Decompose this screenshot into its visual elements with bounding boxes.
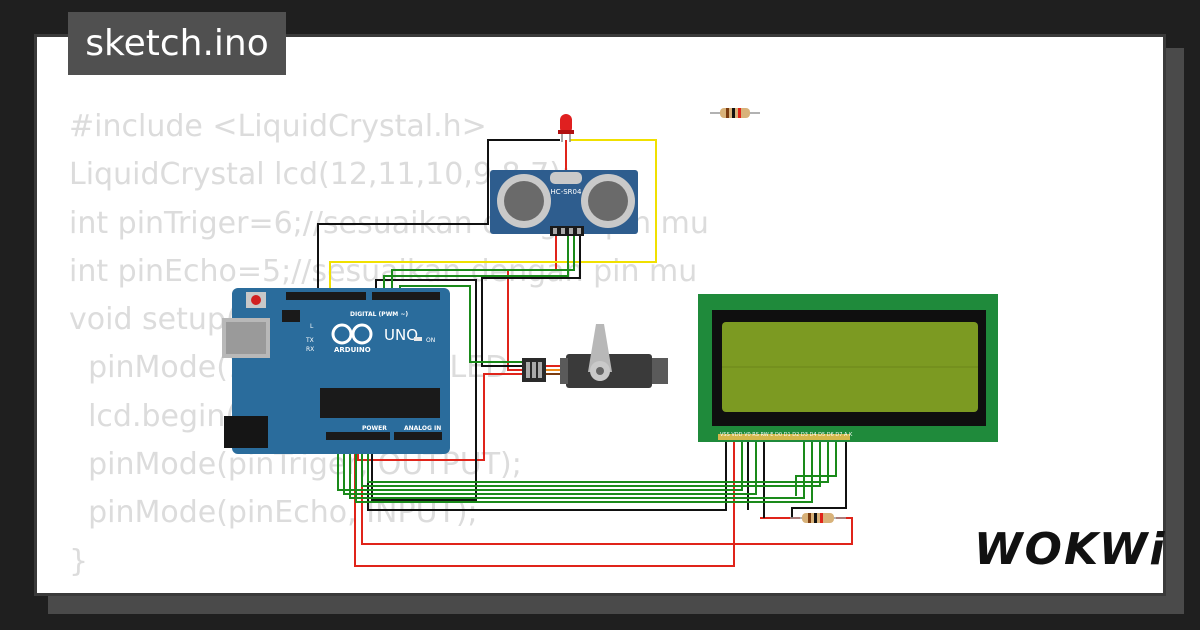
sensor-model-label: HC-SR04 bbox=[551, 188, 582, 196]
rx-led-label: RX bbox=[306, 346, 314, 353]
arduino-model-label: UNO bbox=[384, 326, 418, 344]
wire-red bbox=[361, 440, 853, 545]
tx-led-label: TX bbox=[305, 337, 314, 344]
code-line: pinMode(pinTriger, OUTPUT); bbox=[69, 447, 522, 483]
wire-green bbox=[795, 430, 837, 496]
wire-black bbox=[791, 430, 847, 518]
analog-pins-label: ANALOG IN bbox=[404, 425, 441, 432]
code-line: #include <LiquidCrystal.h> bbox=[69, 109, 487, 144]
resistor-top[interactable] bbox=[710, 108, 760, 118]
on-led-label: ON bbox=[426, 337, 435, 344]
wire-black bbox=[481, 236, 581, 367]
wire-red bbox=[507, 236, 557, 371]
l-led-label: L bbox=[310, 323, 314, 330]
digital-pins-label: DIGITAL (PWM ~) bbox=[350, 311, 408, 318]
code-line: int pinEcho=5;//sesuaikan dengan pin mu bbox=[69, 253, 698, 289]
wire-green bbox=[383, 236, 569, 296]
wire-green bbox=[391, 236, 575, 296]
resistor-bottom[interactable] bbox=[790, 513, 846, 523]
servo-motor[interactable] bbox=[522, 324, 668, 388]
lcd-1602[interactable]: VSS VDD V0 RS RW E D0 D1 D2 D3 D4 D5 D6 … bbox=[698, 294, 998, 442]
lcd-pin-labels: VSS VDD V0 RS RW E D0 D1 D2 D3 D4 D5 D6 … bbox=[720, 432, 853, 438]
wire-yellow bbox=[329, 139, 657, 296]
ultrasonic-sensor[interactable]: HC-SR04 bbox=[490, 170, 638, 236]
led-red[interactable] bbox=[558, 114, 574, 142]
arduino-brand-label: ARDUINO bbox=[334, 346, 371, 354]
wokwi-logo: WOKWi bbox=[974, 524, 1167, 575]
power-pins-label: POWER bbox=[362, 425, 387, 432]
wire-black bbox=[317, 139, 560, 296]
file-title-tab[interactable]: sketch.ino bbox=[68, 12, 286, 75]
arduino-uno-board[interactable]: UNO ARDUINO DIGITAL (PWM ~) POWER ANALOG… bbox=[222, 288, 450, 454]
code-line: } bbox=[69, 543, 89, 579]
